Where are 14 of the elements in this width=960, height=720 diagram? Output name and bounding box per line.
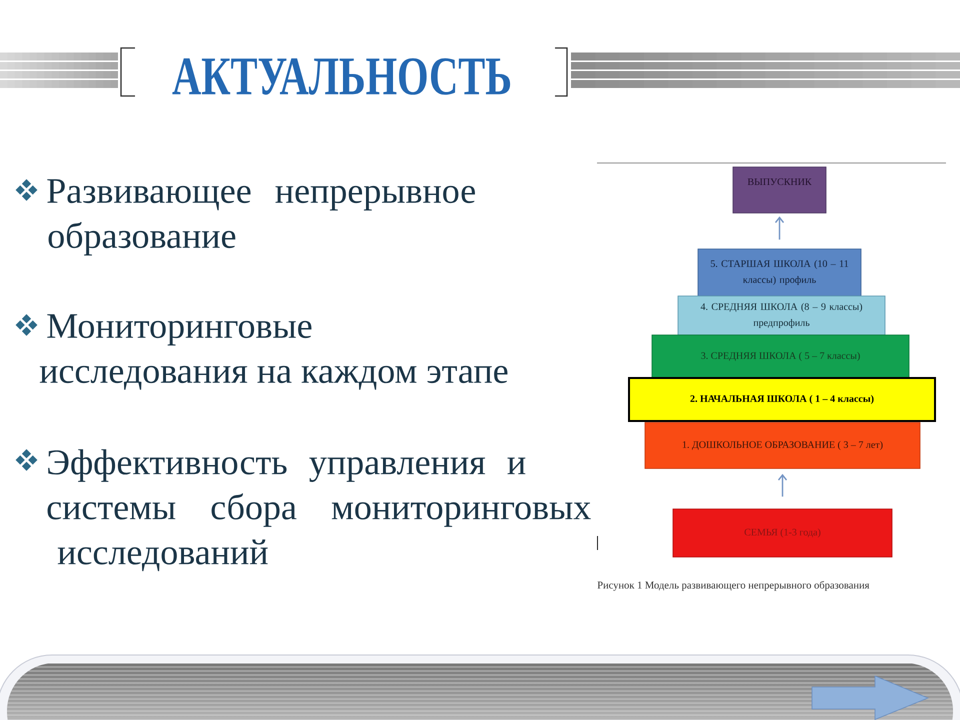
tier-box: 3. СРЕДНЯЯ ШКОЛА ( 5 – 7 классы) (652, 334, 910, 378)
tier-box: 5. СТАРШАЯ ШКОЛА (10 – 11 классы) профиль (698, 248, 862, 296)
slide-title: АКТУАЛЬНОСТЬ (172, 58, 510, 95)
bullet-text: Эффективность управления и системы сбора мониторинговых исследований (48, 449, 591, 572)
figure-caption: Рисунок 1 Модель развивающего непрерывного образования (598, 581, 870, 591)
tier-box: 1. ДОШКОЛЬНОЕ ОБРАЗОВАНИЕ ( 3 – 7 лет) (644, 422, 920, 469)
bullet-text: Развивающее непрерывное образование (47, 179, 475, 256)
arrow (778, 474, 788, 497)
tier-box: ВЫПУСКНИК (732, 166, 826, 214)
arrow (774, 216, 784, 240)
tier-box: 2. НАЧАЛЬНАЯ ШКОЛА ( 1 – 4 классы) (628, 377, 936, 422)
tier-box: СЕМЬЯ (1-3 года) (672, 508, 892, 558)
bullet-text: Мониторинговые исследования на каждом этапе (40, 314, 508, 390)
tier-box: 4. СРЕДНЯЯ ШКОЛА (8 – 9 классы) предпрофиль (678, 296, 886, 336)
